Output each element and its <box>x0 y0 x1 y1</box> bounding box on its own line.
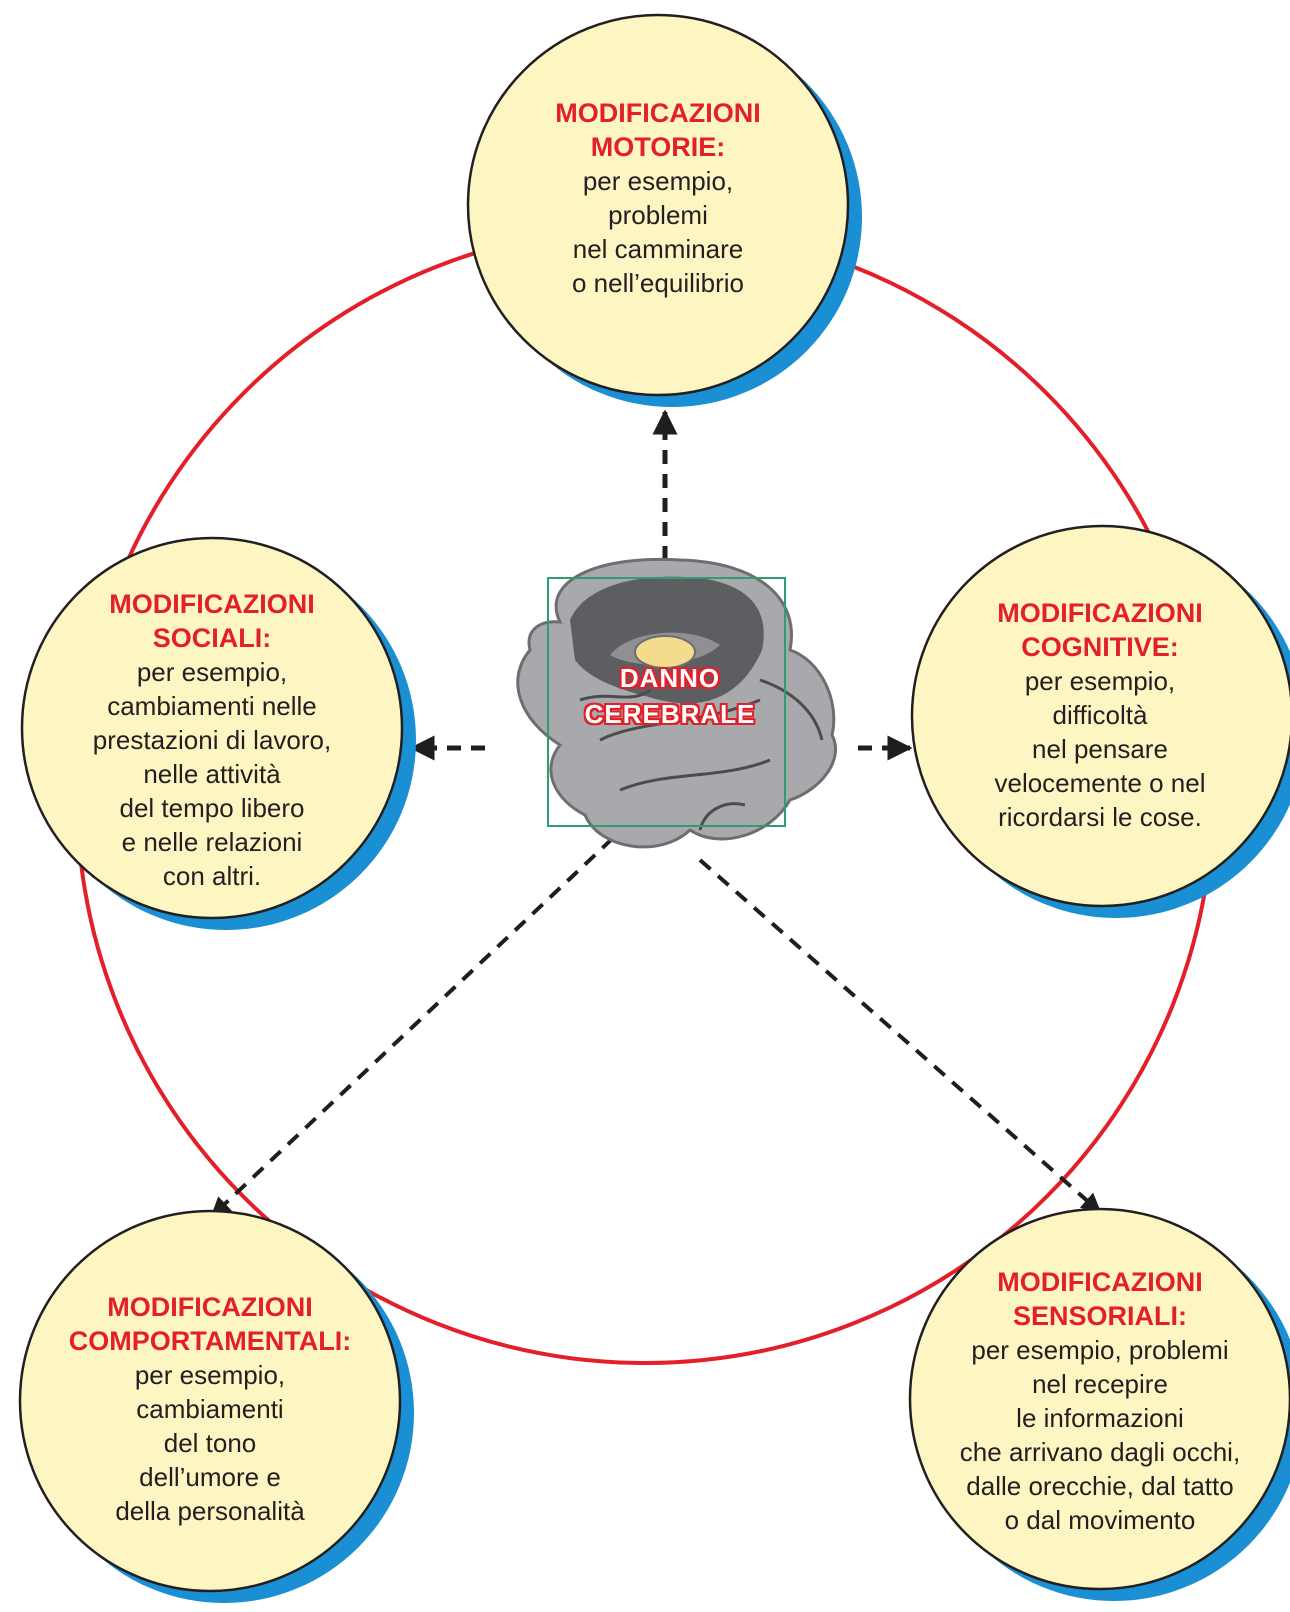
bubble-title-line: SENSORIALI: <box>1012 1301 1187 1331</box>
bubble-title: MODIFICAZIONI SENSORIALI: <box>925 1265 1275 1333</box>
bubble-body-line: del tono <box>163 1428 257 1458</box>
bubble-title: MODIFICAZIONI COMPORTAMENTALI: <box>30 1290 390 1358</box>
bubble-body-line: per esempio, <box>136 657 288 687</box>
bubble-body-line: del tempo libero <box>119 793 305 823</box>
bubble-body-line: cambiamenti <box>136 1394 284 1424</box>
bubble-body-line: o nell’equilibrio <box>572 268 744 298</box>
bubble-sensoriali <box>908 1207 1290 1591</box>
bubble-body-line: e nelle relazioni <box>121 827 303 857</box>
bubble-title-line: MODIFICAZIONI <box>997 598 1203 628</box>
bubble-body-line: per esempio, <box>134 1360 286 1390</box>
arrow-to-sensoriali <box>698 858 1102 1214</box>
bubble-body-line: dalle orecchie, dal tatto <box>966 1471 1234 1501</box>
bubble-cognitive <box>910 524 1290 908</box>
bubble-title-line: MOTORIE: <box>590 132 726 162</box>
bubble-body-line: problemi <box>608 200 708 230</box>
bubble-text-sociali: MODIFICAZIONI SOCIALI: per esempio, cambiam… <box>42 587 382 893</box>
brain-frame <box>547 577 786 827</box>
bubble-body-line: dell’umore e <box>139 1462 281 1492</box>
bubble-body: per esempio, cambiamenti nelle prestazioni… <box>42 655 382 893</box>
bubble-body: per esempio, problemi nel camminare o nell’… <box>488 164 828 300</box>
bubble-body-line: velocemente o nel <box>994 768 1206 798</box>
bubble-body-line: ricordarsi le cose. <box>998 802 1202 832</box>
bubble-body-line: nel pensare <box>1032 734 1168 764</box>
bubble-text-motorie: MODIFICAZIONI MOTORIE: per esempio, problem… <box>488 96 828 300</box>
bubble-body: per esempio, problemi nel recepire le info… <box>925 1333 1275 1537</box>
bubble-body-line: cambiamenti nelle <box>107 691 317 721</box>
bubble-title-line: MODIFICAZIONI <box>107 1292 313 1322</box>
bubble-body-line: le informazioni <box>1016 1403 1184 1433</box>
center-label-line: CEREBRALE <box>584 699 756 729</box>
bubble-body-line: nelle attività <box>143 759 281 789</box>
bubble-comportamentali <box>18 1209 402 1593</box>
bubble-title-line: MODIFICAZIONI <box>997 1267 1203 1297</box>
bubble-title-line: COGNITIVE: <box>1021 632 1179 662</box>
bubble-body-line: nel recepire <box>1032 1369 1168 1399</box>
center-label: DANNO CEREBRALE <box>550 660 790 732</box>
center-label-line: DANNO <box>619 663 721 693</box>
bubble-body-line: o dal movimento <box>1004 1505 1196 1535</box>
bubble-title-line: MODIFICAZIONI <box>555 98 761 128</box>
bubble-title: MODIFICAZIONI MOTORIE: <box>488 96 828 164</box>
bubble-title: MODIFICAZIONI SOCIALI: <box>42 587 382 655</box>
bubble-body-line: nel camminare <box>572 234 744 264</box>
bubble-body-line: difficoltà <box>1052 700 1148 730</box>
bubble-motorie <box>466 13 850 397</box>
brain-icon <box>516 557 837 849</box>
bubble-title-line: COMPORTAMENTALI: <box>68 1326 352 1356</box>
bubble-body-line: che arrivano dagli occhi, <box>959 1437 1241 1467</box>
bubble-title: MODIFICAZIONI COGNITIVE: <box>930 596 1270 664</box>
bubble-body-line: prestazioni di lavoro, <box>92 725 332 755</box>
bubble-sociali <box>20 536 404 920</box>
bubble-body-line: per esempio, <box>582 166 734 196</box>
bubble-text-cognitive: MODIFICAZIONI COGNITIVE: per esempio, diffi… <box>930 596 1270 834</box>
bubble-body-line: per esempio, <box>1024 666 1176 696</box>
bubble-body-line: per esempio, problemi <box>971 1335 1229 1365</box>
bubble-title-line: SOCIALI: <box>152 623 272 653</box>
bubble-body: per esempio, cambiamenti del tono dell’umor… <box>30 1358 390 1528</box>
bubble-body-line: della personalità <box>115 1496 305 1526</box>
bubble-title-line: MODIFICAZIONI <box>109 589 315 619</box>
bubble-body-line: con altri. <box>162 861 262 891</box>
bubble-body: per esempio, difficoltà nel pensare velocem… <box>930 664 1270 834</box>
